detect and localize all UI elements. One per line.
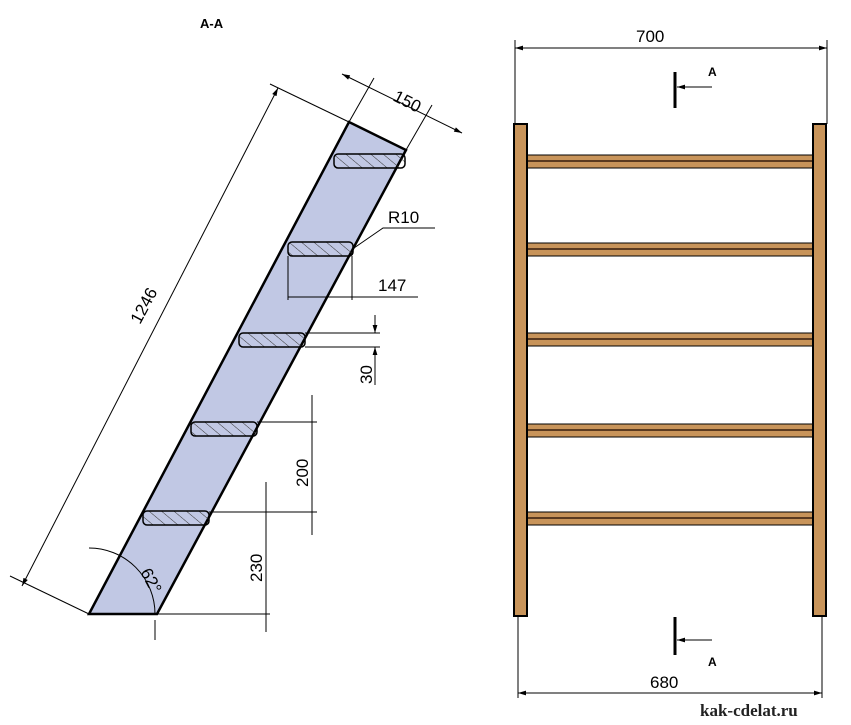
dim-step-depth: 147 (378, 276, 406, 295)
front-view: 700 680 A A (513, 27, 828, 698)
section-label-top: A (708, 65, 717, 79)
step-section (190, 421, 258, 437)
dim-step-thickness: 30 (357, 365, 376, 384)
step-section (142, 510, 210, 526)
section-label-bottom: A (708, 655, 717, 669)
right-post (812, 123, 827, 617)
rungs (525, 154, 815, 526)
left-post (513, 123, 528, 617)
watermark: kak-cdelat.ru (700, 701, 798, 720)
step-section (287, 241, 354, 257)
dim-bottom-width: 680 (650, 673, 678, 692)
dim-top-width: 700 (636, 27, 664, 46)
step-section (333, 153, 406, 169)
dim-length: 1246 (127, 285, 162, 327)
step-section (238, 332, 306, 348)
dim-first-step: 230 (247, 554, 266, 582)
section-title: A-A (200, 16, 224, 31)
side-view: 1246 150 R10 147 30 200 230 62° (9, 73, 463, 640)
dim-radius: R10 (388, 208, 419, 227)
dim-step-spacing: 200 (293, 459, 312, 487)
